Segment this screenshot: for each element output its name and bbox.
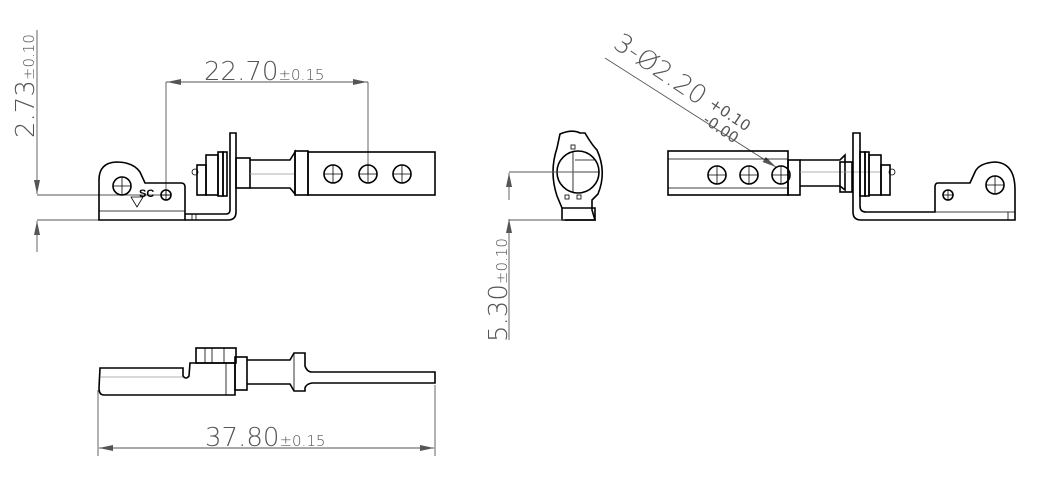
hinge-tube	[307, 151, 436, 196]
top-view-bottom: 37.80±0.15	[97, 347, 436, 456]
hinge-shaft	[787, 153, 880, 196]
mounting-hole	[358, 164, 378, 184]
hinge-tube	[667, 150, 791, 196]
dimension-value: 2.73±0.10	[11, 34, 41, 138]
hinge-shaft	[250, 149, 309, 197]
sc-marking: SC	[139, 188, 154, 200]
front-view-left: 2.73±0.10 22.70±0.15 SC	[11, 30, 436, 252]
mounting-hole	[707, 165, 727, 185]
spring-washers	[839, 151, 896, 197]
mounting-hole	[739, 165, 759, 185]
mounting-bracket	[852, 132, 1016, 221]
dimension-5-30: 5.30±0.10	[484, 171, 575, 342]
mounting-bracket: SC	[98, 132, 237, 221]
dimension-22-70: 22.70±0.15	[165, 57, 369, 195]
dimension-2-73: 2.73±0.10	[11, 30, 170, 252]
mounting-hole	[771, 165, 791, 185]
front-view-right: 3-Ø2.20 +0.10 -0.00	[604, 28, 1016, 221]
dimension-value: 22.70±0.15	[204, 57, 324, 87]
triangle-marking-icon	[130, 196, 144, 208]
mounting-hole	[392, 164, 412, 184]
dimension-value: 37.80±0.15	[205, 423, 325, 453]
spring-washers	[191, 151, 251, 197]
mounting-hole	[323, 164, 343, 184]
dimension-value: 5.30±0.10	[484, 238, 514, 342]
dimension-37-80: 37.80±0.15	[97, 385, 436, 456]
side-view-center: 5.30±0.10	[484, 130, 604, 342]
hole-callout: 3-Ø2.20 +0.10 -0.00	[604, 28, 777, 168]
